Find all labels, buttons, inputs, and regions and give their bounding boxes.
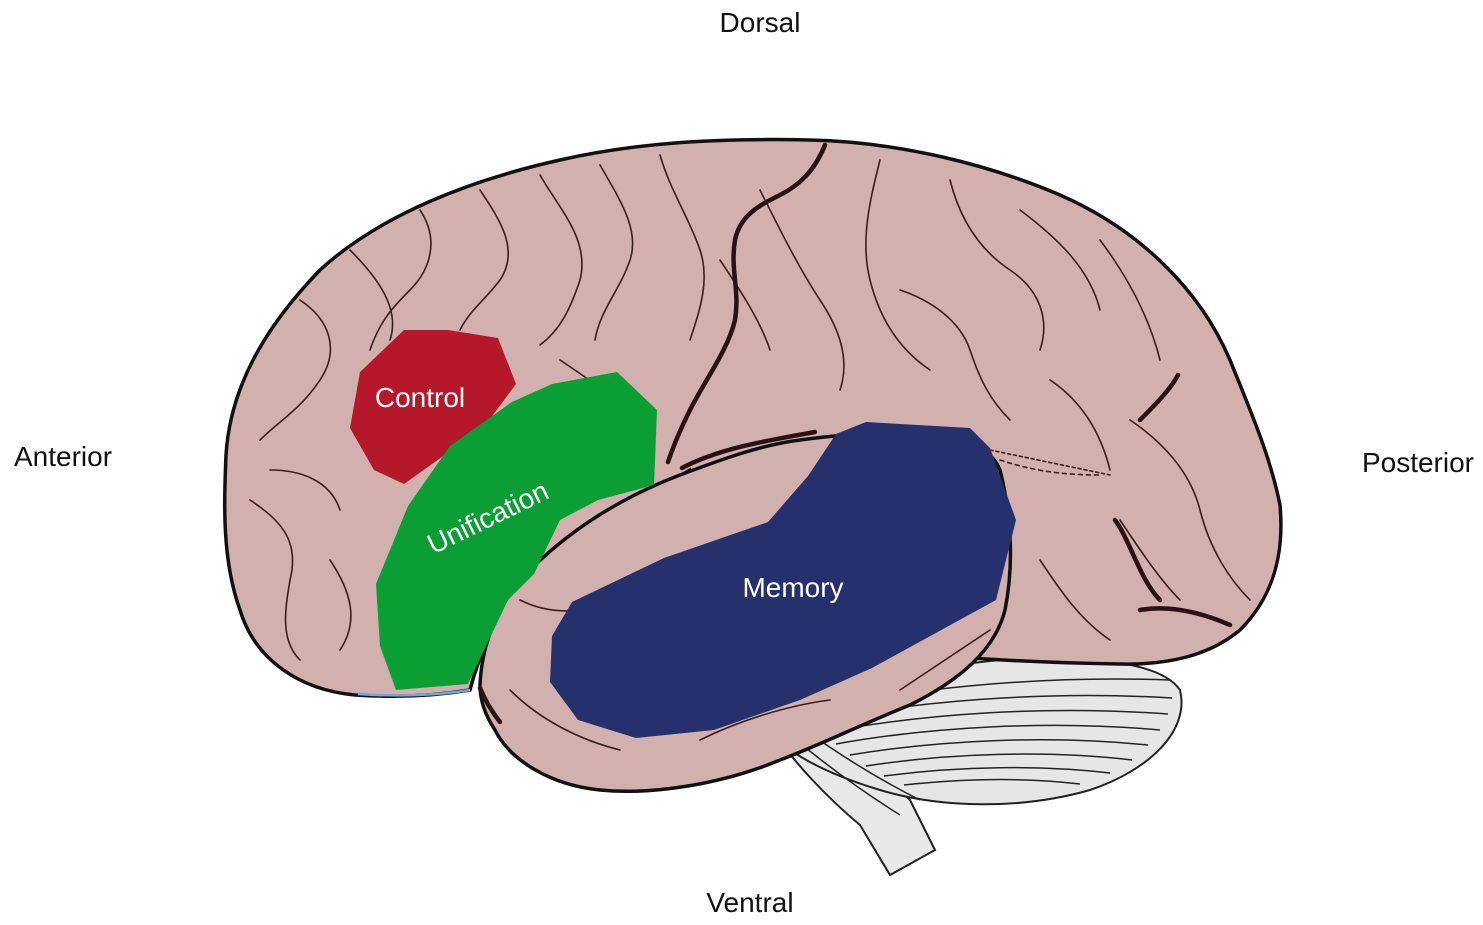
- anterior-label: Anterior: [14, 441, 112, 472]
- ventral-label: Ventral: [706, 887, 793, 918]
- control-label: Control: [375, 382, 465, 413]
- posterior-label: Posterior: [1362, 447, 1474, 478]
- memory-label: Memory: [742, 572, 843, 603]
- dorsal-label: Dorsal: [720, 7, 801, 38]
